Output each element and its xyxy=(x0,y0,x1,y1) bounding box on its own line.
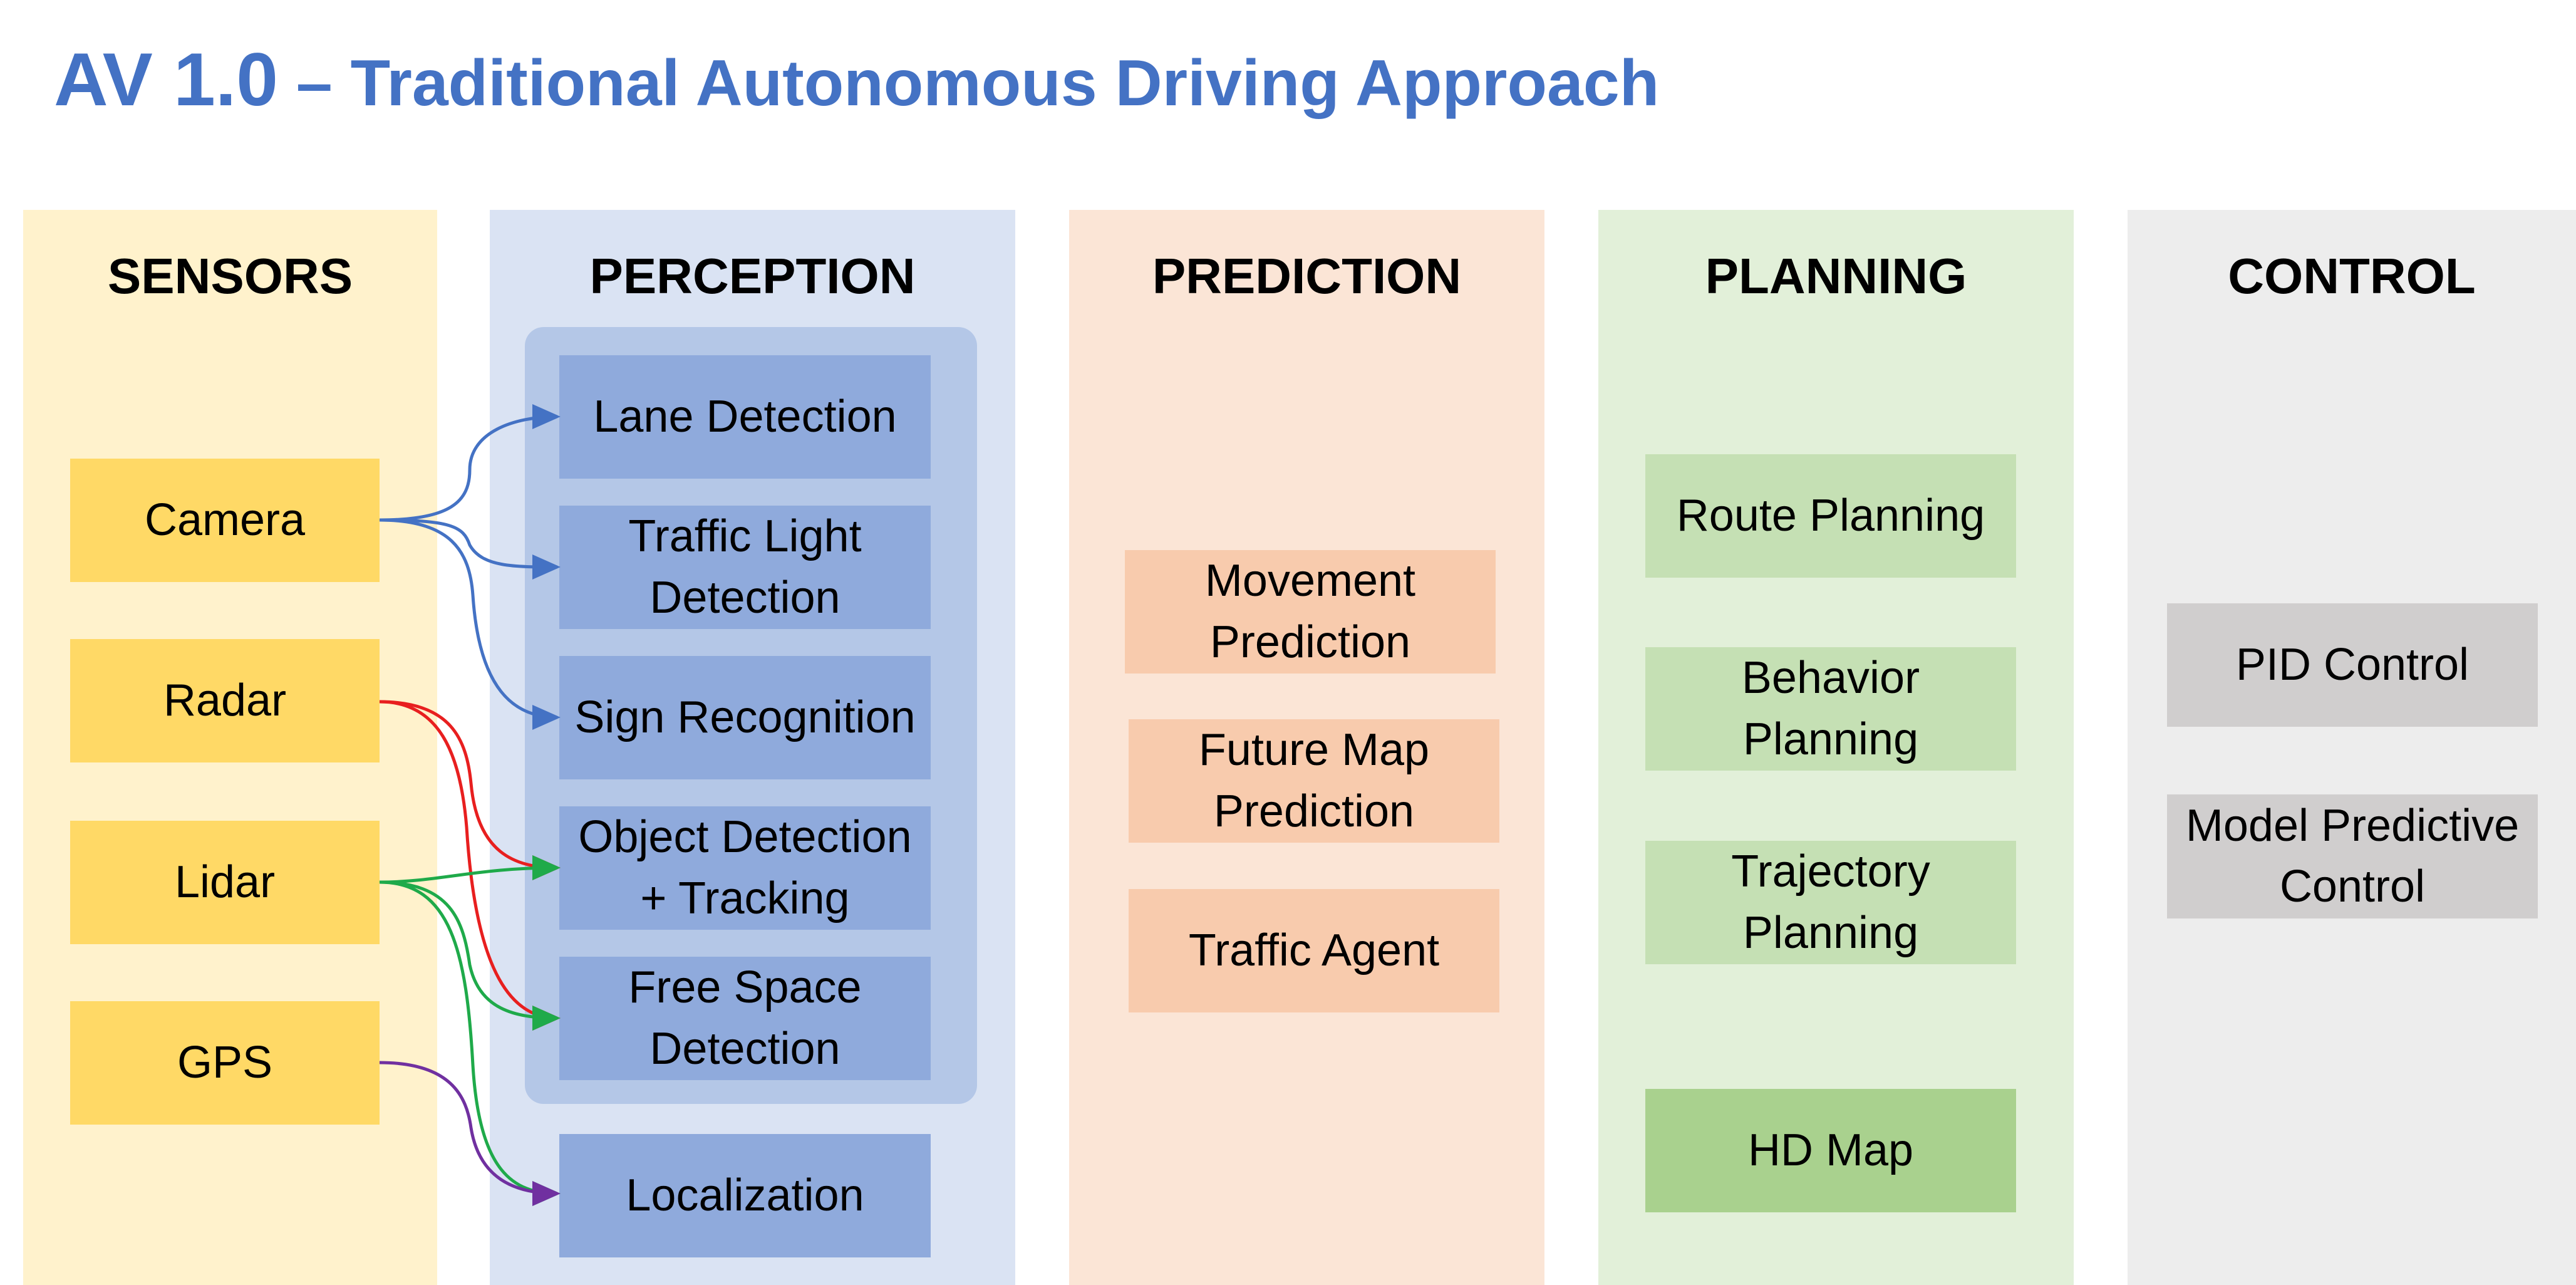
planning-route: Route Planning xyxy=(1645,454,2016,578)
control-mpc: Model Predictive Control xyxy=(2167,794,2538,918)
page-title: AV 1.0 – Traditional Autonomous Driving … xyxy=(54,38,1660,122)
perception-localization: Localization xyxy=(559,1134,931,1257)
planning-trajectory: Trajectory Planning xyxy=(1645,841,2016,964)
sensor-camera: Camera xyxy=(70,459,380,582)
perception-free-space-detection: Free Space Detection xyxy=(559,957,931,1080)
sensor-lidar: Lidar xyxy=(70,821,380,944)
sensor-gps: GPS xyxy=(70,1001,380,1125)
perception-object-detection: Object Detection + Tracking xyxy=(559,806,931,930)
perception-heading: PERCEPTION xyxy=(589,248,916,304)
prediction-heading: PREDICTION xyxy=(1152,248,1462,304)
perception-lane-detection: Lane Detection xyxy=(559,355,931,479)
prediction-traffic-agent: Traffic Agent xyxy=(1129,889,1499,1012)
sensors-heading: SENSORS xyxy=(107,248,353,304)
perception-sign-recognition: Sign Recognition xyxy=(559,656,931,779)
control-pid: PID Control xyxy=(2167,603,2538,727)
planning-hd-map: HD Map xyxy=(1645,1089,2016,1212)
control-column: CONTROL xyxy=(2128,210,2576,1285)
control-heading: CONTROL xyxy=(2228,248,2476,304)
perception-traffic-light-detection: Traffic Light Detection xyxy=(559,506,931,629)
prediction-movement: Movement Prediction xyxy=(1125,550,1496,674)
sensor-radar: Radar xyxy=(70,639,380,762)
planning-behavior: Behavior Planning xyxy=(1645,647,2016,771)
planning-heading: PLANNING xyxy=(1705,248,1967,304)
prediction-future-map: Future Map Prediction xyxy=(1129,719,1499,843)
